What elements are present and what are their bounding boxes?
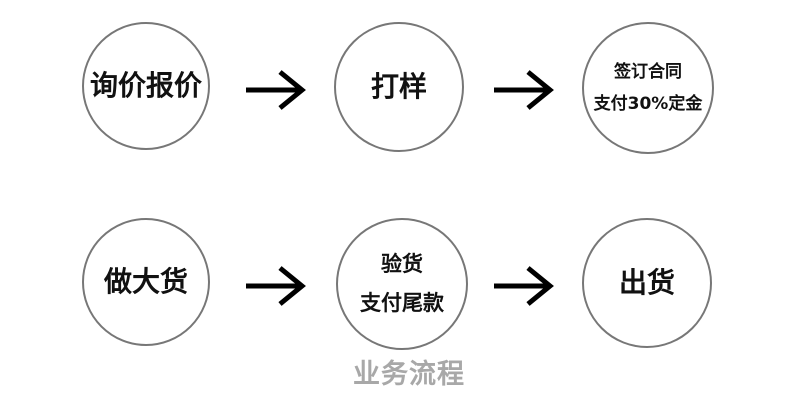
step-shipment: 出货 <box>582 218 712 348</box>
step-sampling: 打样 <box>334 22 464 152</box>
step-contract-label: 签订合同 <box>614 61 682 82</box>
diagram-caption: 业务流程 <box>353 359 465 390</box>
step-shipment-label: 出货 <box>618 265 675 299</box>
arrow-right-icon <box>244 266 308 306</box>
arrow-right-icon <box>492 70 556 110</box>
step-inquiry-quote-label: 询价报价 <box>89 68 202 102</box>
step-deposit-label: 支付30%定金 <box>593 94 703 114</box>
step-mass-production: 做大货 <box>82 218 210 346</box>
step-inquiry-quote: 询价报价 <box>82 22 210 150</box>
step-inspection-balance: 验货 支付尾款 <box>336 218 468 350</box>
arrow-right-icon <box>492 266 556 306</box>
step-contract-deposit: 签订合同 支付30%定金 <box>582 22 714 154</box>
step-sampling-label: 打样 <box>370 69 427 103</box>
step-balance-label: 支付尾款 <box>360 291 444 315</box>
arrow-right-icon <box>244 70 308 110</box>
step-inspection-label: 验货 <box>381 252 423 277</box>
step-mass-production-label: 做大货 <box>103 264 188 298</box>
